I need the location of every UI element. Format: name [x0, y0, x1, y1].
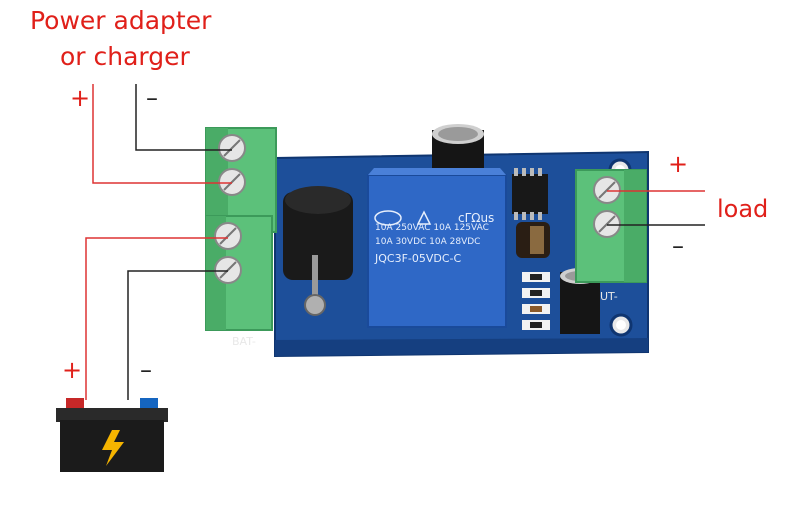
terminal-block-battery: [205, 215, 273, 331]
buzzer: [283, 186, 353, 316]
cqc-logo: [374, 210, 402, 226]
battery-plus-sign: +: [62, 356, 83, 384]
wire-battery-minus: [127, 270, 228, 400]
terminal-block-load: [575, 169, 647, 283]
relay-rating-line1: 10A 250VAC 10A 125VAC: [375, 223, 489, 233]
wire-adapter-plus: [92, 84, 232, 184]
battery-minus-sign: –: [140, 356, 152, 384]
bat-minus-silk: BAT-: [232, 335, 256, 348]
relay: 10A 250VAC 10A 125VAC 10A 30VDC 10A 28VD…: [367, 168, 507, 328]
relay-rating-line2: 10A 30VDC 10A 28VDC: [375, 237, 480, 247]
out-minus-silk: UT-: [600, 290, 618, 303]
load-plus-sign: +: [668, 150, 689, 178]
smd-resistors: [522, 272, 550, 330]
power-adapter-label: Power adapter: [30, 6, 212, 35]
relay-model: JQC3F-05VDC-C: [374, 252, 462, 265]
terminal-block-adapter: [205, 127, 277, 233]
adapter-plus-sign: +: [70, 84, 91, 112]
relay-cert-mark: cΓΩus: [458, 211, 494, 225]
inductor: [516, 222, 550, 258]
lightning-bolt-icon: [102, 430, 124, 466]
load-label: load: [717, 195, 769, 223]
wire-adapter-minus: [135, 84, 232, 151]
battery-icon: [56, 398, 168, 472]
adapter-minus-sign: –: [146, 84, 158, 112]
load-minus-sign: –: [672, 232, 684, 260]
charger-label: or charger: [60, 42, 190, 71]
warning-triangle-icon: [416, 210, 432, 225]
wire-battery-plus: [85, 237, 228, 400]
ic-chip: [512, 168, 548, 220]
